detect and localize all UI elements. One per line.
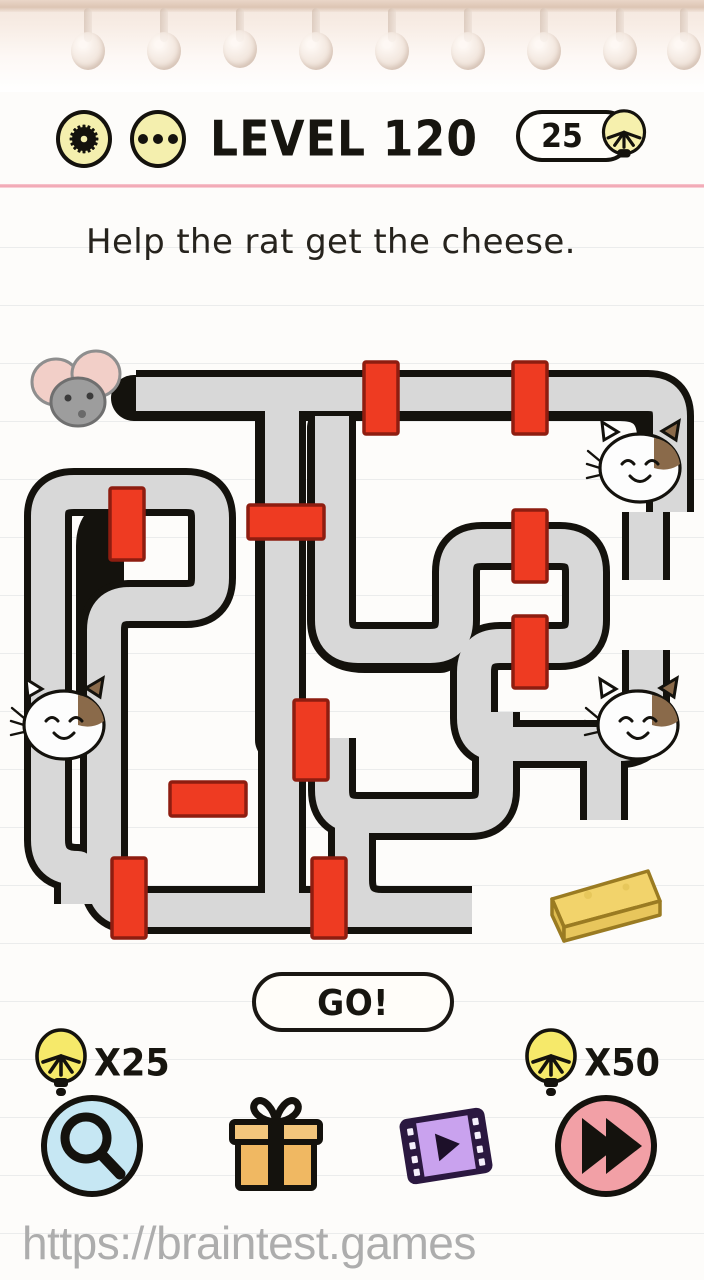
barrier	[511, 508, 549, 584]
hint-cost-right: X50	[520, 1028, 660, 1100]
spiral-ring-head	[223, 30, 257, 68]
cat-icon-right-top	[585, 419, 682, 504]
barrier	[362, 360, 400, 436]
maze-puzzle-area[interactable]	[0, 320, 704, 960]
spiral-ring	[312, 8, 320, 42]
spiral-ring	[680, 8, 688, 42]
hint-counter[interactable]: 25	[516, 108, 652, 164]
hint-cost-left: X25	[30, 1028, 170, 1100]
spiral-ring	[236, 8, 244, 42]
search-icon	[41, 1095, 143, 1197]
barrier	[168, 780, 248, 818]
barrier-group	[108, 360, 549, 940]
maze-svg	[9, 349, 694, 943]
gift-button[interactable]	[222, 1092, 330, 1200]
notebook-spiral-binding	[0, 0, 704, 92]
more-options-button[interactable]	[130, 110, 186, 168]
page-title: LEVEL 120	[210, 110, 479, 168]
hint-cost-right-label: X50	[584, 1042, 660, 1086]
spiral-ring	[84, 8, 92, 42]
spiral-ring	[388, 8, 396, 42]
puzzle-prompt: Help the rat get the cheese.	[86, 222, 576, 262]
more-options-icon	[138, 134, 178, 144]
spiral-ring-head	[667, 32, 701, 70]
barrier	[511, 360, 549, 436]
spiral-ring-head	[299, 32, 333, 70]
barrier	[292, 698, 330, 782]
spiral-ring	[616, 8, 624, 42]
go-button[interactable]: GO!	[252, 972, 454, 1032]
film-icon	[399, 1107, 493, 1185]
video-ad-button[interactable]	[392, 1092, 500, 1200]
binding-bar	[0, 0, 704, 12]
settings-button[interactable]	[56, 110, 112, 168]
spiral-ring-head	[603, 32, 637, 70]
spiral-ring	[540, 8, 548, 42]
skip-icon	[555, 1095, 657, 1197]
game-header: LEVEL 120 25	[0, 92, 704, 186]
spiral-ring-head	[375, 32, 409, 70]
lightbulb-icon	[525, 1028, 578, 1096]
hint-cost-left-label: X25	[94, 1042, 170, 1086]
spiral-ring-head	[147, 32, 181, 70]
site-watermark: https://braintest.games	[22, 1217, 476, 1269]
barrier	[511, 614, 549, 690]
magnify-hint-button[interactable]	[38, 1092, 146, 1200]
lightbulb-icon	[601, 109, 647, 158]
gear-icon	[69, 124, 99, 154]
barrier	[108, 486, 146, 562]
header-divider	[0, 184, 704, 188]
skip-level-button[interactable]	[552, 1092, 660, 1200]
rat-icon	[30, 349, 122, 428]
action-bar	[0, 1092, 704, 1202]
gift-icon	[229, 1097, 323, 1191]
spiral-ring-head	[451, 32, 485, 70]
spiral-ring-head	[527, 32, 561, 70]
barrier	[310, 856, 348, 940]
lightbulb-icon	[35, 1028, 87, 1096]
cheese-icon	[550, 869, 662, 943]
spiral-ring-head	[71, 32, 105, 70]
spiral-ring	[464, 8, 472, 42]
hint-count-value: 25	[541, 116, 583, 156]
barrier	[110, 856, 148, 940]
spiral-ring	[160, 8, 168, 42]
barrier	[246, 503, 326, 541]
go-button-label: GO!	[317, 980, 389, 1024]
